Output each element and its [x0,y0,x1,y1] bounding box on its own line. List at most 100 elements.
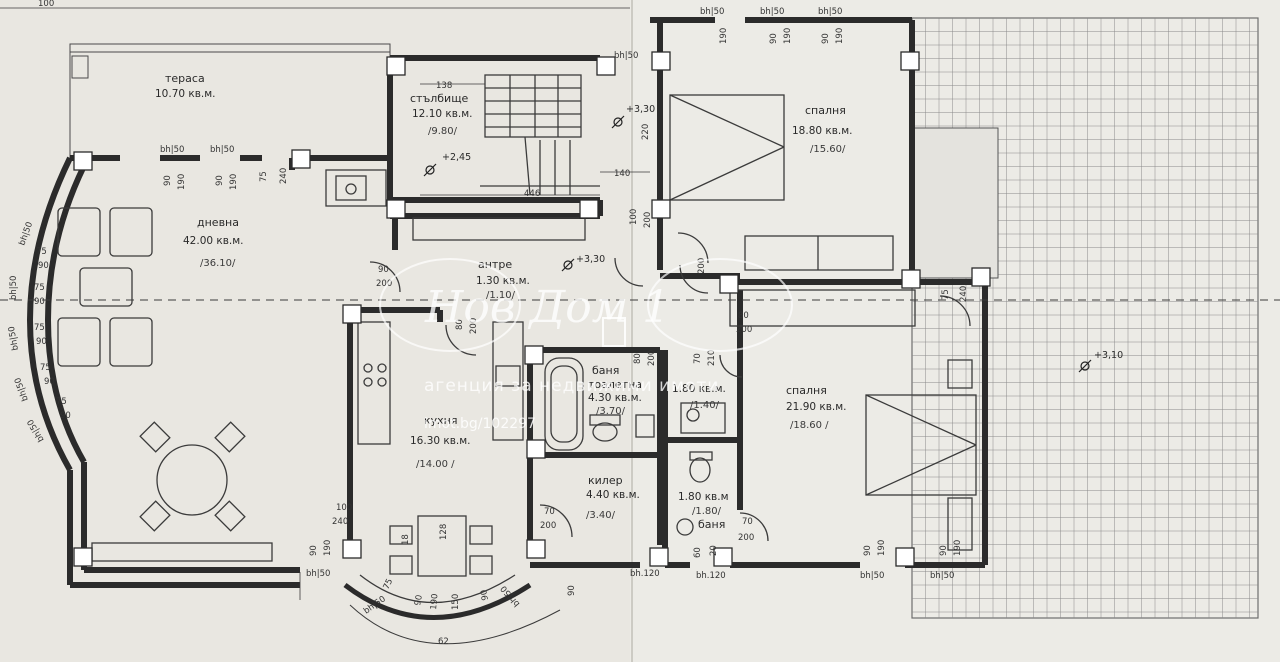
kitchen-name: кухня [424,414,457,427]
dim-bh50-g: bh|50 [306,569,330,579]
hall-name: антре [478,258,512,271]
dim-446: 446 [524,189,540,199]
wc-net-area: /1.40/ [690,400,720,411]
dim-left-bh50-c: bh|50 [7,325,21,351]
interior-lines [0,7,1280,645]
bath-wc-name-2: тоалетна [588,378,642,391]
dim-left-75-c: 75 [34,323,45,333]
dim-80-a: 80 [738,311,749,321]
dim-v210: 210 [707,350,717,366]
dim-v80-b: 80 [633,353,643,364]
dim-70-a: 70 [544,507,555,517]
pantry-net-area: /3.40/ [586,510,616,521]
dim-v75-b: 75 [941,289,951,300]
watermark-site: imot.bg/102297 [424,416,536,432]
dim-140: 140 [614,169,630,179]
dim-left-90-a: 90 [38,261,49,271]
dim-left-90-b: 90 [34,297,45,307]
dim-v240-b: 240 [959,286,969,302]
bedroom2-net-area: /18.60 / [790,420,829,431]
dim-bh50-a: bh|50 [160,145,184,155]
dim-v20: 20 [709,545,719,556]
dim-bh50-c: bh|50 [614,51,638,61]
agency-logo-icon [602,317,626,347]
dim-v70: 70 [693,353,703,364]
dim-v200-a: 200 [643,212,653,228]
bath2-net-area: /1.80/ [692,506,722,517]
dim-v200-b: 200 [469,318,479,334]
dim-v240-a: 240 [279,168,289,184]
upper-stairs-level: +3,30 [626,104,655,115]
dim-90-a: 90 [378,265,389,275]
room-labels: тераса 10.70 кв.м. стълбище 12.10 кв.м. … [155,72,1123,531]
dim-200-c: 200 [540,521,556,531]
stairs-area: 12.10 кв.м. [412,108,473,120]
dim-top-100: 100 [38,0,54,9]
dim-240-a: 240 [332,517,348,527]
dim-left-bh50-b: bh|50 [9,276,19,300]
dim-220: 220 [641,124,651,140]
dim-v200-c: 200 [647,350,657,366]
dimension-labels: 100 138 446 140 220 bh|50 bh|50 bh|50 bh… [7,0,969,647]
dim-18: 18 [401,534,411,545]
dim-200-b: 200 [736,325,752,335]
dim-left-90-c: 90 [36,337,47,347]
dim-bh50-e: bh|50 [760,7,784,17]
dim-200-d: 200 [738,533,754,543]
kitchen-area: 16.30 кв.м. [410,435,471,447]
hall-area: 1.30 кв.м. [476,275,530,287]
dim-v90-c: 90 [769,33,779,44]
bedroom1-area: 18.80 кв.м. [792,125,853,137]
hall-level: +3,30 [576,254,605,265]
terrace-area: 10.70 кв.м. [155,88,216,100]
bedroom1-net-area: /15.60/ [810,144,846,155]
kitchen-net-area: /14.00 / [416,459,455,470]
dim-62: 62 [438,637,449,647]
dim-bay-190: 190 [429,593,440,610]
wall-piers [73,51,991,567]
dim-left-90-e: 90 [60,411,71,421]
dim-left-75-e: 75 [56,397,67,407]
dim-200-a: 200 [376,279,392,289]
dim-v190-f: 190 [323,540,333,556]
dim-v190-b: 190 [229,174,239,190]
roof-terrace-grid [911,17,1259,619]
hall-net-area: /1.10/ [486,290,516,301]
dim-bh50-f: bh|50 [818,7,842,17]
dim-v100: 100 [629,209,639,225]
dim-v80: 80 [455,319,465,330]
dim-bh50-i: bh|50 [930,571,954,581]
dim-left-75-b: 75 [34,283,45,293]
wc-area: 1.80 кв.м. [672,383,726,395]
dim-128: 128 [439,524,449,540]
dim-138: 138 [436,81,452,91]
bath2-area: 1.80 кв.м [678,491,729,503]
dim-v90-d: 90 [821,33,831,44]
living-net-area: /36.10/ [200,258,236,269]
stairs-name: стълбище [410,92,469,105]
dim-bay-90-b: 90 [479,589,491,601]
dim-bh120-b: bh.120 [696,571,726,581]
dim-v90-e: 90 [567,585,577,596]
bath-wc-area: 4.30 кв.м. [588,392,642,404]
level-markers [423,115,1092,373]
watermark-subtitle: агенция за недвижими имоти [424,376,719,396]
dim-bh50-h: bh|50 [860,571,884,581]
dim-70-b: 70 [742,517,753,527]
dim-v190-c: 190 [719,28,729,44]
terrace-outline [69,43,391,158]
bedroom2-area: 21.90 кв.м. [786,401,847,413]
dim-100-b: 100 [336,503,352,513]
dim-bh50-d: bh|50 [700,7,724,17]
bedroom1-name: спалня [805,104,846,117]
dim-v90-f: 90 [309,545,319,556]
dim-v90-g: 90 [863,545,873,556]
terrace-name: тераса [165,72,205,85]
dim-v90-b: 90 [215,175,225,186]
stairs-level: +2,45 [442,152,471,163]
bath-wc-net-area: /3.70/ [596,406,626,417]
dim-left-75-d: 75 [40,363,51,373]
stairs-net-area: /9.80/ [428,126,458,137]
pantry-area: 4.40 кв.м. [586,489,640,501]
